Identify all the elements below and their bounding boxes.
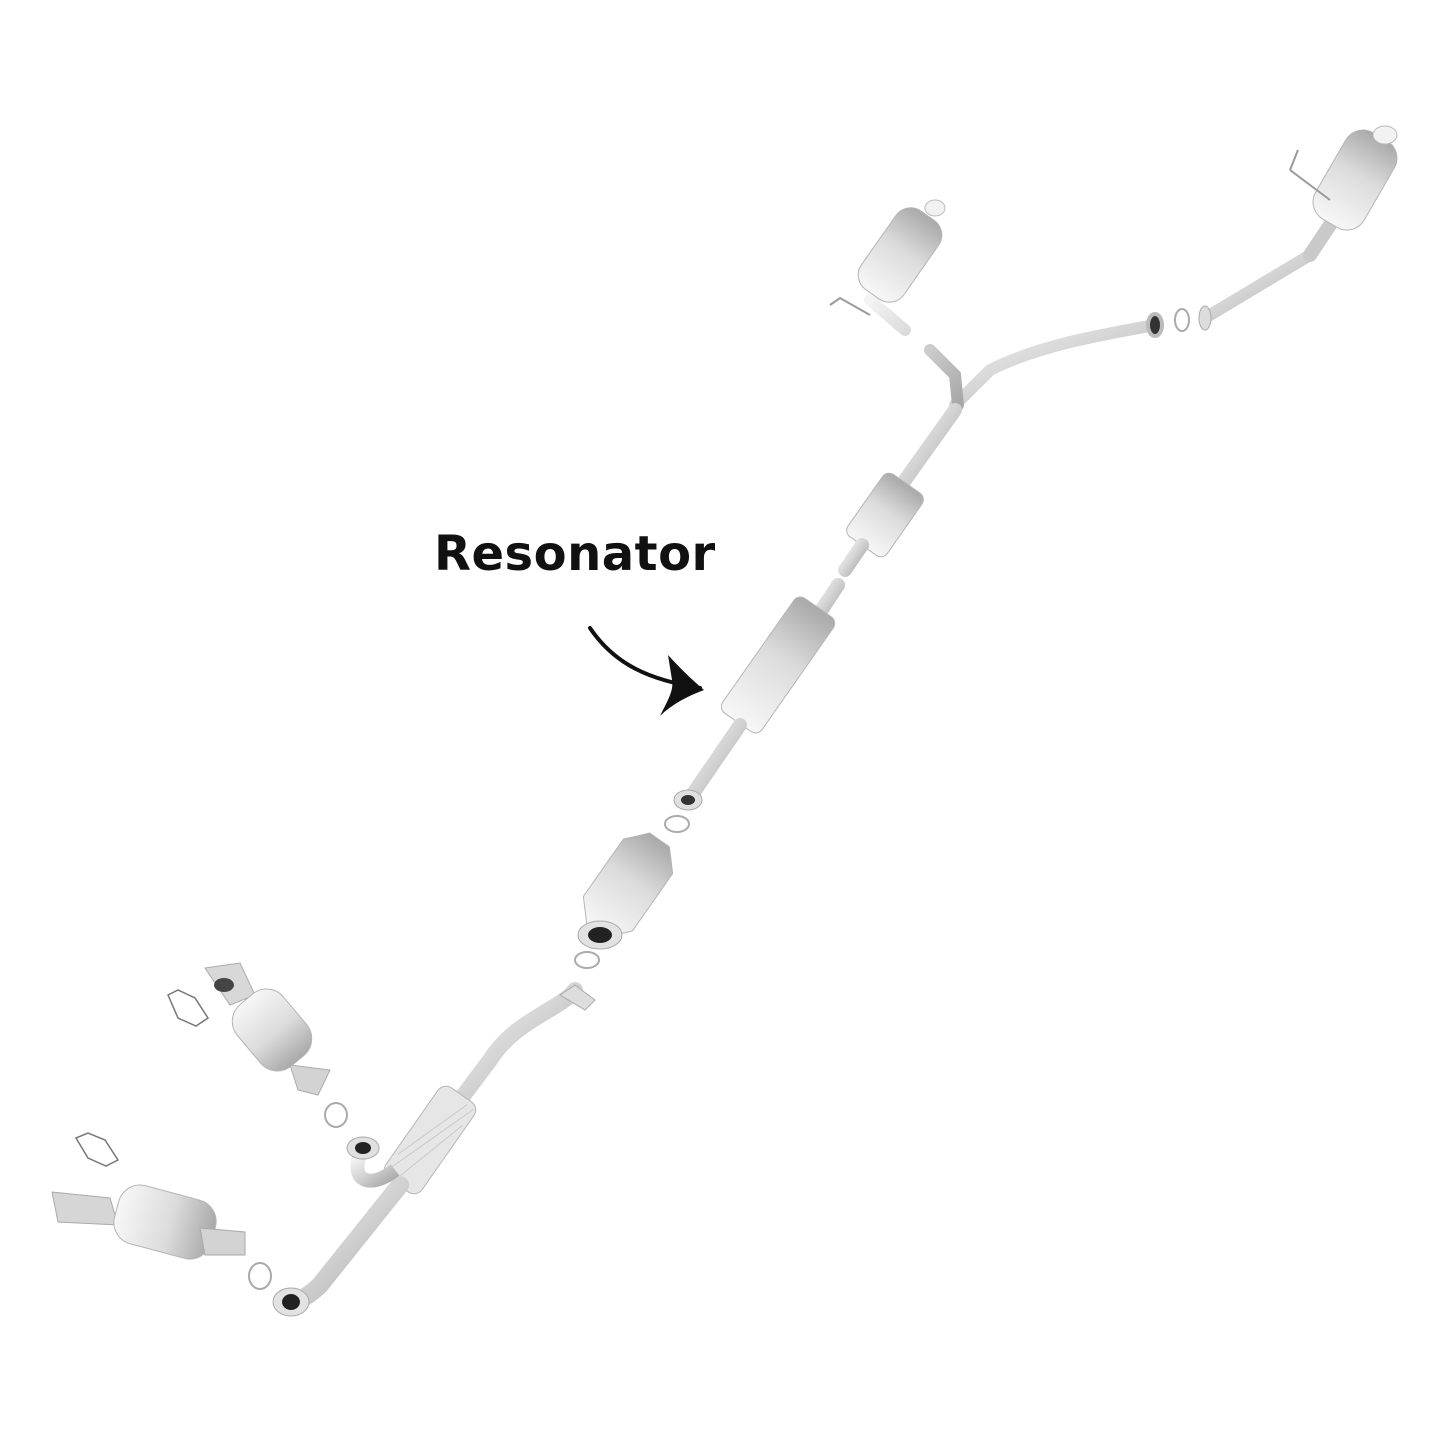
catalytic-converter bbox=[577, 832, 674, 950]
ring-gasket-icon bbox=[324, 1102, 348, 1128]
annotation-arrow-icon bbox=[588, 626, 704, 716]
right-muffler bbox=[1198, 125, 1398, 331]
intermediate-muffler bbox=[838, 403, 962, 577]
lower-manifold-converter bbox=[51, 1184, 246, 1260]
ring-gasket-icon bbox=[1174, 308, 1190, 332]
resonator bbox=[673, 578, 845, 811]
resonator-label: Resonator bbox=[434, 526, 716, 582]
left-muffler bbox=[829, 199, 946, 316]
ring-gasket-icon bbox=[664, 815, 690, 833]
manifold-gasket-icon bbox=[167, 989, 210, 1027]
y-pipe bbox=[864, 294, 1164, 411]
ring-gasket-icon bbox=[574, 951, 600, 969]
manifold-gasket-icon bbox=[74, 1132, 120, 1167]
flex-front-pipe bbox=[272, 982, 596, 1317]
ring-gasket-icon bbox=[248, 1262, 272, 1290]
upper-manifold-converter bbox=[204, 962, 331, 1096]
